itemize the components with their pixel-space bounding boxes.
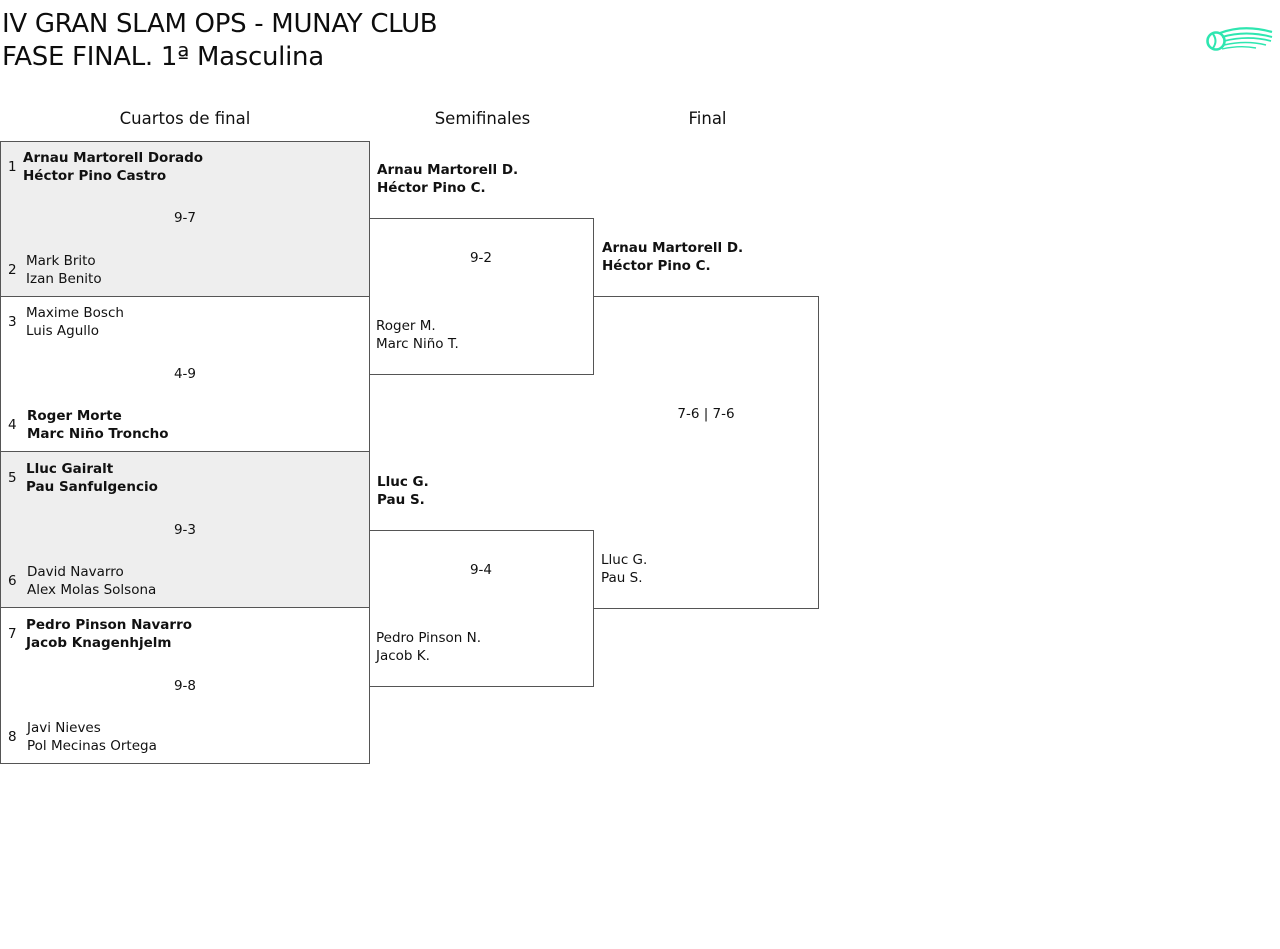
- player-name: Pau S.: [377, 492, 425, 508]
- seed-number: 1: [8, 159, 17, 175]
- player-name: David Navarro: [27, 564, 124, 580]
- player-name: Pau S.: [601, 570, 643, 586]
- team-pair: Pedro Pinson Navarro Jacob Knagenhjelm: [26, 616, 192, 652]
- quarterfinal-match[interactable]: 5 Lluc Gairalt Pau Sanfulgencio 9-3 6 Da…: [0, 452, 370, 608]
- player-name: Lluc Gairalt: [26, 461, 114, 477]
- seed-number: 2: [8, 262, 17, 278]
- team-pair: Javi Nieves Pol Mecinas Ortega: [27, 719, 157, 755]
- quarterfinal-match[interactable]: 7 Pedro Pinson Navarro Jacob Knagenhjelm…: [0, 608, 370, 764]
- player-name: Arnau Martorell D.: [377, 162, 519, 178]
- match-score: 7-6 | 7-6: [677, 406, 735, 422]
- match-score: 4-9: [173, 366, 197, 382]
- seed-number: 8: [8, 729, 17, 745]
- final-match[interactable]: 7-6 | 7-6 Lluc G. Pau S.: [594, 296, 819, 609]
- player-name: Arnau Martorell D.: [602, 240, 744, 256]
- seed-number: 5: [8, 470, 17, 486]
- player-name: Héctor Pino C.: [377, 180, 486, 196]
- team-pair: Roger M. Marc Niño T.: [376, 317, 459, 353]
- player-name: Lluc G.: [601, 552, 648, 568]
- team-pair: Lluc G. Pau S.: [377, 473, 429, 509]
- player-name: Jacob Knagenhjelm: [26, 635, 172, 651]
- player-name: Pau Sanfulgencio: [26, 479, 158, 495]
- team-pair: Roger Morte Marc Niño Troncho: [27, 407, 169, 443]
- team-pair: Lluc G. Pau S.: [601, 551, 647, 587]
- match-score: 9-2: [469, 250, 493, 266]
- seed-number: 7: [8, 626, 17, 642]
- quarterfinal-match[interactable]: 1 Arnau Martorell Dorado Héctor Pino Cas…: [0, 141, 370, 297]
- player-name: Lluc G.: [377, 474, 429, 490]
- seed-number: 3: [8, 314, 17, 330]
- player-name: Alex Molas Solsona: [27, 582, 157, 598]
- page-title: IV GRAN SLAM OPS - MUNAY CLUB: [2, 9, 438, 39]
- team-pair: Arnau Martorell D. Héctor Pino C.: [377, 161, 518, 197]
- player-name: Pedro Pinson N.: [376, 630, 482, 646]
- round-heading-quarterfinals: Cuartos de final: [119, 109, 251, 128]
- player-name: Marc Niño T.: [376, 336, 459, 352]
- player-name: Pedro Pinson Navarro: [26, 617, 193, 633]
- player-name: Maxime Bosch: [26, 305, 124, 321]
- team-pair: Lluc Gairalt Pau Sanfulgencio: [26, 460, 158, 496]
- team-pair: Mark Brito Izan Benito: [26, 252, 102, 288]
- team-pair: Arnau Martorell Dorado Héctor Pino Castr…: [23, 149, 203, 185]
- player-name: Mark Brito: [26, 253, 96, 269]
- quarterfinal-match[interactable]: 3 Maxime Bosch Luis Agullo 4-9 4 Roger M…: [0, 296, 370, 452]
- player-name: Marc Niño Troncho: [27, 426, 169, 442]
- seed-number: 6: [8, 573, 17, 589]
- player-name: Héctor Pino Castro: [23, 168, 167, 184]
- semifinal-match[interactable]: 9-2 Roger M. Marc Niño T.: [369, 218, 594, 375]
- player-name: Roger M.: [376, 318, 436, 334]
- team-pair: David Navarro Alex Molas Solsona: [27, 563, 156, 599]
- round-heading-final: Final: [688, 109, 727, 128]
- player-name: Pol Mecinas Ortega: [27, 738, 157, 754]
- player-name: Héctor Pino C.: [602, 258, 711, 274]
- player-name: Izan Benito: [26, 271, 102, 287]
- tennis-ball-logo-icon: [1206, 27, 1273, 51]
- match-score: 9-8: [173, 678, 197, 694]
- player-name: Javi Nieves: [27, 720, 101, 736]
- team-pair: Pedro Pinson N. Jacob K.: [376, 629, 481, 665]
- round-heading-semifinals: Semifinales: [434, 109, 531, 128]
- divider: [0, 451, 370, 452]
- player-name: Roger Morte: [27, 408, 122, 424]
- divider: [0, 607, 370, 608]
- player-name: Arnau Martorell Dorado: [23, 150, 204, 166]
- player-name: Jacob K.: [376, 648, 430, 664]
- team-pair: Maxime Bosch Luis Agullo: [26, 304, 124, 340]
- page-subtitle: FASE FINAL. 1ª Masculina: [2, 42, 324, 72]
- team-pair: Arnau Martorell D. Héctor Pino C.: [602, 239, 743, 275]
- match-score: 9-3: [173, 522, 197, 538]
- match-score: 9-4: [469, 562, 493, 578]
- seed-number: 4: [8, 417, 17, 433]
- player-name: Luis Agullo: [26, 323, 100, 339]
- match-score: 9-7: [173, 210, 197, 226]
- semifinal-match[interactable]: 9-4 Pedro Pinson N. Jacob K.: [369, 530, 594, 687]
